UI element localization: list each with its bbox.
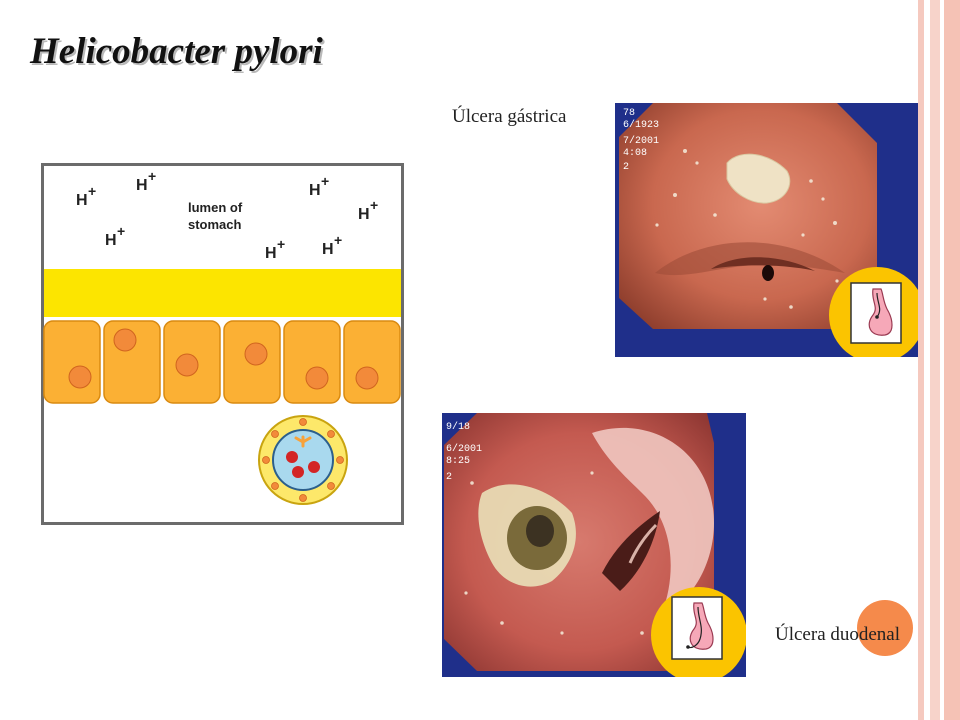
gastric-ulcer-lesion bbox=[726, 153, 791, 204]
light-reflections bbox=[655, 149, 839, 309]
svg-text:9/18: 9/18 bbox=[446, 421, 470, 433]
svg-text:+: + bbox=[321, 173, 329, 189]
duodenal-overlay-text: 9/18 6/2001 8:25 2 bbox=[446, 421, 482, 483]
red-granule bbox=[286, 451, 298, 463]
svg-text:4:08: 4:08 bbox=[623, 148, 647, 159]
svg-text:+: + bbox=[148, 168, 156, 184]
stomach-position-icon bbox=[829, 267, 918, 357]
pylorus-lumen bbox=[762, 265, 774, 281]
mucus-layer bbox=[44, 269, 401, 317]
proton-6: H+ bbox=[265, 236, 285, 262]
lumen-label-line2: stomach bbox=[188, 217, 242, 232]
epithelial-cell bbox=[43, 320, 101, 404]
cell-nucleus bbox=[175, 353, 199, 377]
protons: H+ H+ H+ H+ H+ H+ H+ bbox=[76, 168, 378, 262]
svg-text:H: H bbox=[136, 177, 148, 194]
svg-text:H: H bbox=[322, 241, 334, 258]
flagella bbox=[294, 435, 312, 448]
svg-text:2: 2 bbox=[446, 472, 452, 483]
duodenal-wall-fold bbox=[592, 427, 714, 613]
duodenal-ulcer-photo: 9/18 6/2001 8:25 2 bbox=[442, 413, 746, 677]
lumen-label-line1: lumen of bbox=[188, 200, 243, 215]
stomach-lumen-diagram: H+ H+ H+ H+ H+ H+ H+ lumen of stomach bbox=[41, 163, 404, 525]
svg-text:H: H bbox=[105, 232, 117, 249]
pylorus-opening bbox=[711, 257, 815, 271]
gastric-photo-svg: 78 6/1923 7/2001 4:08 2 bbox=[615, 103, 918, 357]
red-granule bbox=[308, 461, 320, 473]
svg-text:7/2001: 7/2001 bbox=[623, 135, 659, 147]
cell-nucleus bbox=[113, 328, 137, 352]
bacteria-cluster bbox=[258, 415, 348, 505]
svg-text:6/1923: 6/1923 bbox=[623, 119, 659, 131]
border-stripe-outer bbox=[918, 0, 924, 720]
proton-1: H+ bbox=[76, 183, 96, 209]
svg-text:78: 78 bbox=[623, 108, 635, 119]
slide-title: Helicobacter pylori bbox=[30, 31, 323, 72]
epithelial-cell bbox=[283, 320, 341, 404]
svg-text:H: H bbox=[265, 245, 277, 262]
proton-2: H+ bbox=[136, 168, 156, 194]
svg-text:6/2001: 6/2001 bbox=[446, 443, 482, 455]
cell-nucleus bbox=[305, 366, 329, 390]
accent-circle bbox=[857, 600, 913, 656]
svg-text:H: H bbox=[76, 192, 88, 209]
ulcer-base bbox=[526, 515, 554, 547]
gastric-ulcer-caption: Úlcera gástrica bbox=[452, 106, 567, 127]
svg-text:+: + bbox=[88, 183, 96, 199]
proton-5: H+ bbox=[358, 197, 378, 223]
svg-text:2: 2 bbox=[623, 162, 629, 173]
epithelial-cell bbox=[343, 320, 401, 404]
border-stripe-inner bbox=[944, 0, 960, 720]
svg-text:+: + bbox=[277, 236, 285, 252]
cell-nucleus bbox=[244, 342, 268, 366]
svg-text:8:25: 8:25 bbox=[446, 456, 470, 467]
duodenum-position-icon bbox=[651, 587, 746, 677]
outer-dots bbox=[262, 418, 344, 502]
duodenal-lumen bbox=[602, 511, 660, 591]
border-stripe-middle bbox=[930, 0, 940, 720]
proton-7: H+ bbox=[322, 232, 342, 258]
proton-3: H+ bbox=[105, 223, 125, 249]
svg-text:H: H bbox=[358, 206, 370, 223]
bacteria-core bbox=[272, 429, 334, 491]
duodenal-reflections bbox=[464, 471, 644, 635]
cell-nuclei bbox=[68, 328, 379, 390]
diagram-svg: H+ H+ H+ H+ H+ H+ H+ lumen of stomach bbox=[41, 163, 404, 525]
svg-text:+: + bbox=[370, 197, 378, 213]
duodenal-photo-svg: 9/18 6/2001 8:25 2 bbox=[442, 413, 746, 677]
gastric-overlay-text: 78 6/1923 7/2001 4:08 2 bbox=[623, 108, 659, 173]
svg-text:+: + bbox=[117, 223, 125, 239]
proton-4: H+ bbox=[309, 173, 329, 199]
svg-text:+: + bbox=[334, 232, 342, 248]
red-granule bbox=[292, 466, 304, 478]
cell-nucleus bbox=[355, 366, 379, 390]
lumen-highlight bbox=[628, 523, 658, 564]
cell-nucleus bbox=[68, 365, 92, 389]
svg-text:H: H bbox=[309, 182, 321, 199]
duodenal-ulcer-caption: Úlcera duodenal bbox=[775, 624, 901, 645]
gastric-ulcer-photo: 78 6/1923 7/2001 4:08 2 bbox=[615, 103, 918, 357]
